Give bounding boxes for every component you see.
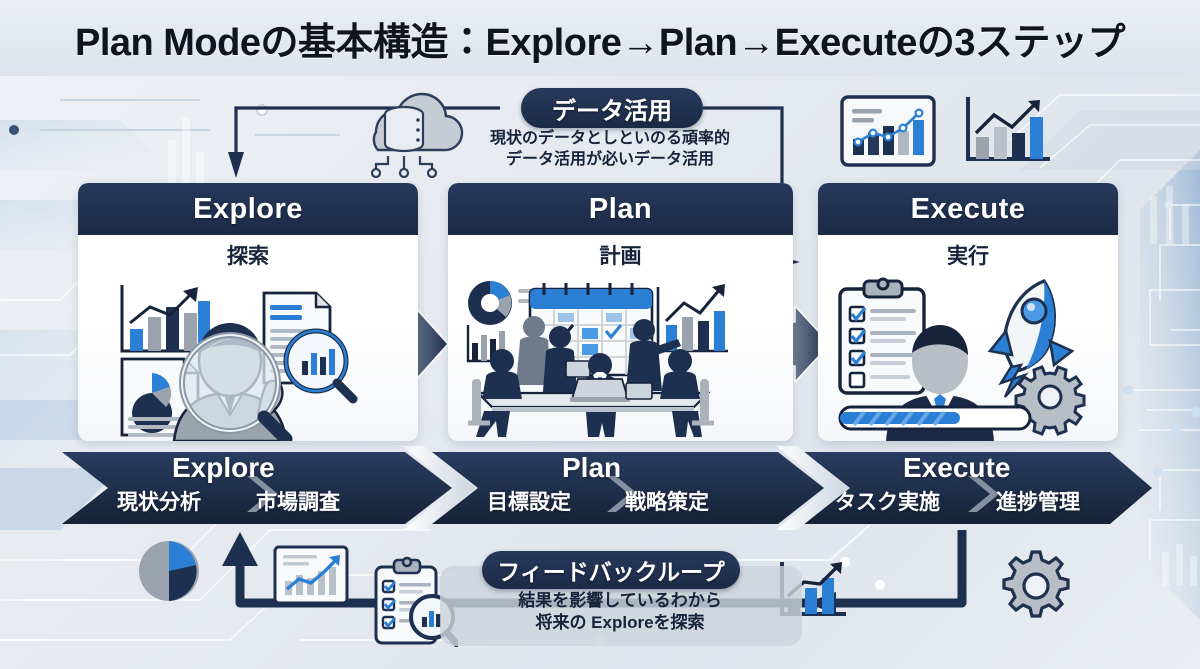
band-item-plan-2: 戦略策定 <box>625 491 709 514</box>
panel-explore-title: Explore <box>193 192 303 225</box>
gear-icon <box>1014 365 1086 436</box>
band-title-execute: Execute <box>903 452 1011 483</box>
magnifier-chart-icon <box>283 328 358 404</box>
process-banner <box>62 446 1152 530</box>
trend-bar-icon <box>966 97 1050 161</box>
feedback-callout-pill: フィードバックループ <box>482 551 740 589</box>
data-callout-line2: データ活用が必いデータ活用 <box>505 151 714 169</box>
feedback-callout-body: 結果を影響しているわから 将来の Exploreを探索 <box>455 590 785 635</box>
data-callout-pill: データ活用 <box>521 88 703 128</box>
panel-explore-subtitle: 探索 <box>227 245 269 268</box>
chart-panel-icon <box>840 95 936 167</box>
panel-plan-title: Plan <box>588 192 653 225</box>
explore-inflow-arrowhead <box>228 152 244 178</box>
panel-explore[interactable]: Explore 探索 <box>78 183 418 441</box>
trend-chart-icon <box>656 284 728 353</box>
band-item-explore-2: 市場調査 <box>256 491 340 514</box>
trend-chart-frame-icon <box>273 545 349 605</box>
explore-inflow-connector <box>234 106 330 155</box>
panel-plan-art <box>448 275 793 441</box>
title-bar: Plan Modeの基本構造：Explore→Plan→Executeの3ステッ… <box>0 0 1200 76</box>
band-title-explore: Explore <box>172 452 275 483</box>
panel-execute-header: Execute <box>818 183 1118 235</box>
bar-chart-icon <box>120 285 210 353</box>
progress-bar-icon <box>838 405 1032 431</box>
data-callout-line1: 現状のデータとしといのる頑率的 <box>489 130 730 147</box>
feedback-callout-line2: 将来の Exploreを探索 <box>535 613 705 633</box>
rocket-icon <box>987 279 1075 398</box>
panel-explore-art <box>78 275 418 441</box>
feedback-loop-arrowhead <box>222 532 258 566</box>
panel-execute[interactable]: Execute 実行 <box>818 183 1118 441</box>
panel-explore-header: Explore <box>78 183 418 235</box>
panel-execute-art <box>818 275 1118 441</box>
panel-execute-subtitle: 実行 <box>947 245 989 268</box>
band-item-explore-1: 現状分析 <box>117 491 201 514</box>
panel-plan-header: Plan <box>448 183 793 235</box>
panel-execute-title: Execute <box>910 192 1026 225</box>
cloud-database-icon <box>370 92 464 178</box>
clipboard-checklist-icon <box>838 277 926 395</box>
band-item-plan-1: 目標設定 <box>487 491 571 514</box>
feedback-callout-line1: 結果を影響しているわから <box>518 591 722 610</box>
data-callout-label: データ活用 <box>552 97 672 125</box>
panel-plan-subtitle: 計画 <box>599 245 642 268</box>
band-item-execute-2: 進捗管理 <box>996 491 1080 514</box>
page-title: Plan Modeの基本構造：Explore→Plan→Executeの3ステッ… <box>74 21 1126 64</box>
pie-chart-icon <box>139 541 199 601</box>
magnifier-icon <box>179 332 293 441</box>
band-title-plan: Plan <box>562 452 622 483</box>
gear-icon <box>1002 550 1070 618</box>
band-item-execute-1: タスク実施 <box>835 491 940 514</box>
team-meeting-icon <box>468 316 714 437</box>
data-callout-body: 現状のデータとしといのる頑率的 データ活用が必いデータ活用 <box>445 128 775 170</box>
feedback-callout-label: フィードバックループ <box>497 559 725 585</box>
panel-plan[interactable]: Plan 計画 <box>448 183 793 441</box>
